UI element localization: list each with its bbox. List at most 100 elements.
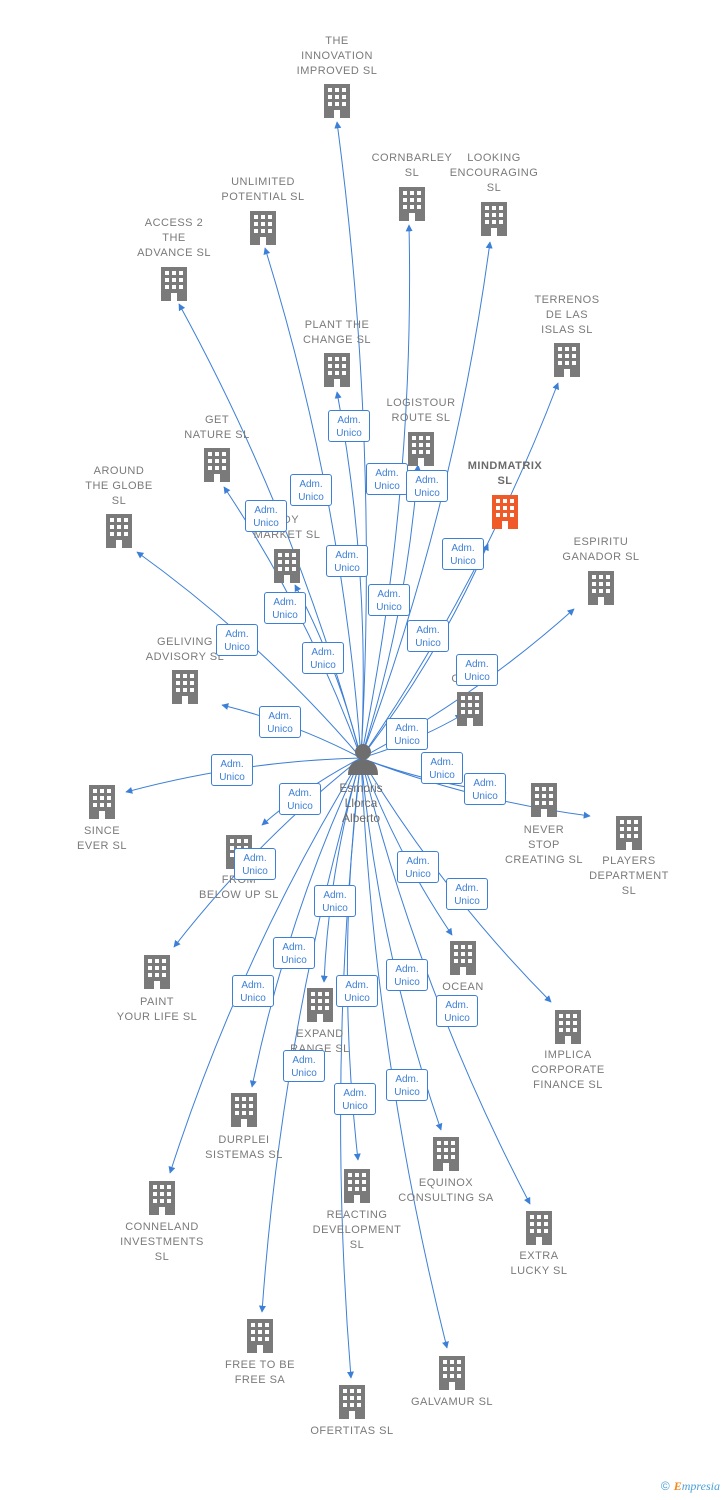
role-badge-paint-your-life: Adm. Unico [234, 848, 276, 880]
company-label-get-nature[interactable]: GET NATURE SL [184, 414, 250, 441]
role-badge-reacting-development: Adm. Unico [336, 975, 378, 1007]
edge-conneland-investments [168, 757, 362, 1174]
role-badge-ofertitas: Adm. Unico [334, 1083, 376, 1115]
role-badge-extra-lucky: Adm. Unico [436, 995, 478, 1027]
building-icon-the-innovation-improved[interactable] [324, 84, 350, 118]
role-badge-cornbarley: Adm. Unico [366, 463, 408, 495]
role-badge-terrenos-de-las-islas: Adm. Unico [442, 538, 484, 570]
role-badge-equinox-consulting: Adm. Unico [386, 959, 428, 991]
building-icon-geliving-advisory[interactable] [172, 670, 198, 704]
building-icon-expand-range[interactable] [307, 988, 333, 1022]
building-icon-access-2-the-advance[interactable] [161, 267, 187, 301]
edge-free-to-be-free [258, 757, 362, 1313]
company-label-cornbarley[interactable]: CORNBARLEY SL [371, 152, 453, 179]
role-badge-access-2-the-advance: Adm. Unico [245, 500, 287, 532]
company-label-ready-market[interactable]: ADY MARKET SL [253, 514, 321, 541]
company-label-durplei-sistemas[interactable]: DURPLEI SISTEMAS SL [205, 1134, 283, 1161]
role-badge-implica-corporate-finance: Adm. Unico [446, 878, 488, 910]
company-label-terrenos-de-las-islas[interactable]: TERRENOS DE LAS ISLAS SL [534, 294, 600, 336]
role-badge-galvamur: Adm. Unico [386, 1069, 428, 1101]
role-badge-geliving-advisory: Adm. Unico [259, 706, 301, 738]
company-label-mindmatrix[interactable]: MINDMATRIX SL [467, 460, 543, 487]
company-label-logistour-route[interactable]: LOGISTOUR ROUTE SL [386, 397, 456, 424]
role-badge-free-to-be-free: Adm. Unico [283, 1050, 325, 1082]
building-icon-cornbarley[interactable] [399, 187, 425, 221]
company-label-conneland-investments[interactable]: CONNELAND INVESTMENTS SL [120, 1221, 204, 1263]
building-icon-looking-encouraging[interactable] [481, 202, 507, 236]
company-label-free-to-be-free[interactable]: FREE TO BE FREE SA [224, 1359, 295, 1386]
person-icon [348, 744, 378, 775]
role-badge-unlimited-potential: Adm. Unico [290, 474, 332, 506]
role-badge-p-com: Adm. Unico [386, 718, 428, 750]
building-icon-espiritu-ganador[interactable] [588, 571, 614, 605]
edge-durplei-sistemas [249, 757, 362, 1088]
company-label-geliving-advisory[interactable]: GELIVING ADVISORY SL [145, 636, 225, 663]
edge-paint-your-life [173, 757, 362, 948]
person-name: Esmoris Llorca Alberto [339, 781, 383, 825]
role-badge-around-the-globe: Adm. Unico [216, 624, 258, 656]
building-icon-ocean-challenge[interactable] [450, 941, 476, 975]
role-badge-never-stop-creating: Adm. Unico [421, 752, 463, 784]
company-label-galvamur[interactable]: GALVAMUR SL [410, 1396, 494, 1408]
building-icon-terrenos-de-las-islas[interactable] [554, 343, 580, 377]
role-badge-ready-market: Adm. Unico [302, 642, 344, 674]
building-icon-p-com[interactable] [457, 692, 483, 726]
company-label-ofertitas[interactable]: OFERTITAS SL [310, 1425, 394, 1437]
role-badge-durplei-sistemas: Adm. Unico [273, 937, 315, 969]
edge-mindmatrix [360, 543, 489, 759]
copyright-icon: © [660, 1479, 670, 1493]
company-label-looking-encouraging[interactable]: LOOKING ENCOURAGING SL [449, 152, 539, 194]
company-label-paint-your-life[interactable]: PAINT YOUR LIFE SL [116, 996, 198, 1023]
building-icon-ready-market[interactable] [274, 549, 300, 583]
company-label-since-ever[interactable]: SINCE EVER SL [77, 825, 127, 852]
role-badge-the-innovation-improved: Adm. Unico [328, 410, 370, 442]
building-icon-free-to-be-free[interactable] [247, 1319, 273, 1353]
role-badge-get-nature: Adm. Unico [264, 592, 306, 624]
role-badge-expand-range: Adm. Unico [314, 885, 356, 917]
company-label-players-department[interactable]: PLAYERS DEPARTMENT SL [589, 855, 669, 897]
building-icon-implica-corporate-finance[interactable] [555, 1010, 581, 1044]
company-label-never-stop-creating[interactable]: NEVER STOP CREATING SL [504, 824, 584, 866]
building-icon-conneland-investments[interactable] [149, 1181, 175, 1215]
role-badge-since-ever: Adm. Unico [211, 754, 253, 786]
role-badge-conneland-investments: Adm. Unico [232, 975, 274, 1007]
brand-name: mpresia [681, 1479, 720, 1493]
building-icon-players-department[interactable] [616, 816, 642, 850]
building-icon-reacting-development[interactable] [344, 1169, 370, 1203]
company-label-extra-lucky[interactable]: EXTRA LUCKY SL [510, 1250, 568, 1277]
company-label-espiritu-ganador[interactable]: ESPIRITU GANADOR SL [562, 536, 640, 563]
building-icon-durplei-sistemas[interactable] [231, 1093, 257, 1127]
building-icon-logistour-route[interactable] [408, 432, 434, 466]
edge-looking-encouraging [360, 241, 493, 759]
brand-initial: E [673, 1479, 682, 1493]
building-icon-ofertitas[interactable] [339, 1385, 365, 1419]
company-label-around-the-globe[interactable]: AROUND THE GLOBE SL [85, 465, 153, 507]
building-icon-plant-the-change[interactable] [324, 353, 350, 387]
company-label-implica-corporate-finance[interactable]: IMPLICA CORPORATE FINANCE SL [531, 1049, 605, 1091]
building-icon-galvamur[interactable] [439, 1356, 465, 1390]
building-icon-mindmatrix[interactable] [492, 495, 518, 529]
role-badge-espiritu-ganador: Adm. Unico [456, 654, 498, 686]
building-icon-extra-lucky[interactable] [526, 1211, 552, 1245]
role-badge-ocean-challenge: Adm. Unico [397, 851, 439, 883]
company-label-access-2-the-advance[interactable]: ACCESS 2 THE ADVANCE SL [137, 217, 211, 259]
building-icon-never-stop-creating[interactable] [531, 783, 557, 817]
building-icon-around-the-globe[interactable] [106, 514, 132, 548]
company-label-equinox-consulting[interactable]: EQUINOX CONSULTING SA [398, 1177, 494, 1204]
company-label-reacting-development[interactable]: REACTING DEVELOPMENT SL [312, 1209, 402, 1251]
role-badge-logistour-route: Adm. Unico [368, 584, 410, 616]
building-icon-unlimited-potential[interactable] [250, 211, 276, 245]
building-icon-get-nature[interactable] [204, 448, 230, 482]
edge-ocean-challenge [360, 757, 453, 936]
building-icon-since-ever[interactable] [89, 785, 115, 819]
edge-extra-lucky [360, 757, 531, 1205]
building-icon-paint-your-life[interactable] [144, 955, 170, 989]
building-icon-equinox-consulting[interactable] [433, 1137, 459, 1171]
company-label-the-innovation-improved[interactable]: THE INNOVATION IMPROVED SL [296, 35, 378, 77]
role-badge-from-below-up: Adm. Unico [279, 783, 321, 815]
company-label-from-below-up[interactable]: FROM BELOW UP SL [199, 874, 279, 901]
company-label-unlimited-potential[interactable]: UNLIMITED POTENTIAL SL [221, 176, 305, 203]
company-label-plant-the-change[interactable]: PLANT THE CHANGE SL [302, 319, 372, 346]
footer-brand: ©Empresia [661, 1479, 720, 1494]
